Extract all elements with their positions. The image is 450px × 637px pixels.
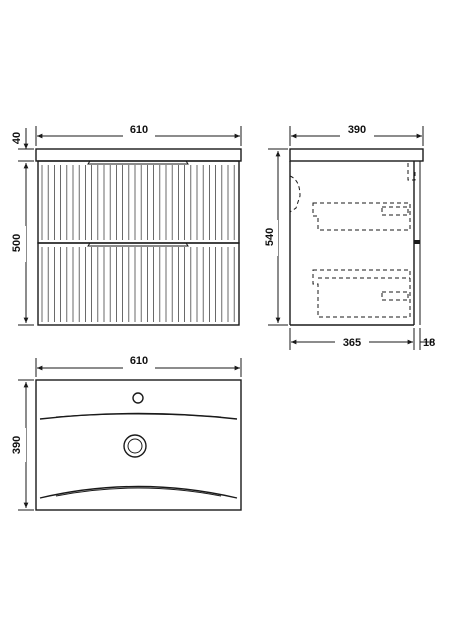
bowl-front-curve-inner (55, 487, 222, 497)
front-width-label: 610 (130, 124, 148, 136)
bowl-back-curve-inner (55, 413, 222, 418)
basin-outline (35, 379, 242, 511)
side-total-height-label: 540 (264, 228, 276, 246)
fluted-front-lines (41, 165, 235, 322)
basin-top (35, 148, 242, 162)
lower-drawer (37, 242, 240, 326)
plan-depth-dimension: 390 (11, 379, 34, 511)
lower-drawer-box (312, 269, 411, 318)
cabinet-height-label: 500 (11, 234, 23, 252)
plan-depth-label: 390 (11, 436, 23, 454)
upper-drawer-handle (87, 160, 189, 165)
front-height-dimensions: 40 500 (11, 128, 34, 326)
carcass-depth-label: 365 (343, 337, 361, 349)
side-elevation (289, 148, 424, 326)
door-thickness-label: 18 (423, 337, 435, 349)
side-height-dimension: 540 (264, 148, 288, 326)
front-width-dimension: 610 (35, 124, 242, 146)
upper-drawer-box (312, 202, 411, 231)
lower-drawer-handle (87, 242, 189, 247)
plan-view (35, 379, 242, 511)
top-thickness-label: 40 (11, 132, 23, 144)
bowl-front-curve (39, 485, 238, 499)
upper-drawer (37, 160, 240, 244)
tap-hole (132, 392, 144, 404)
waste-outlet-inner (127, 438, 143, 454)
side-bottom-dimensions: 365 18 (289, 328, 435, 350)
waste-outlet-outer (123, 434, 147, 458)
front-elevation (35, 148, 242, 326)
plan-width-dimension: 610 (35, 355, 242, 377)
side-top (289, 148, 424, 162)
plan-width-label: 610 (130, 355, 148, 367)
side-depth-dimension: 390 (289, 124, 424, 146)
side-depth-label: 390 (348, 124, 366, 136)
